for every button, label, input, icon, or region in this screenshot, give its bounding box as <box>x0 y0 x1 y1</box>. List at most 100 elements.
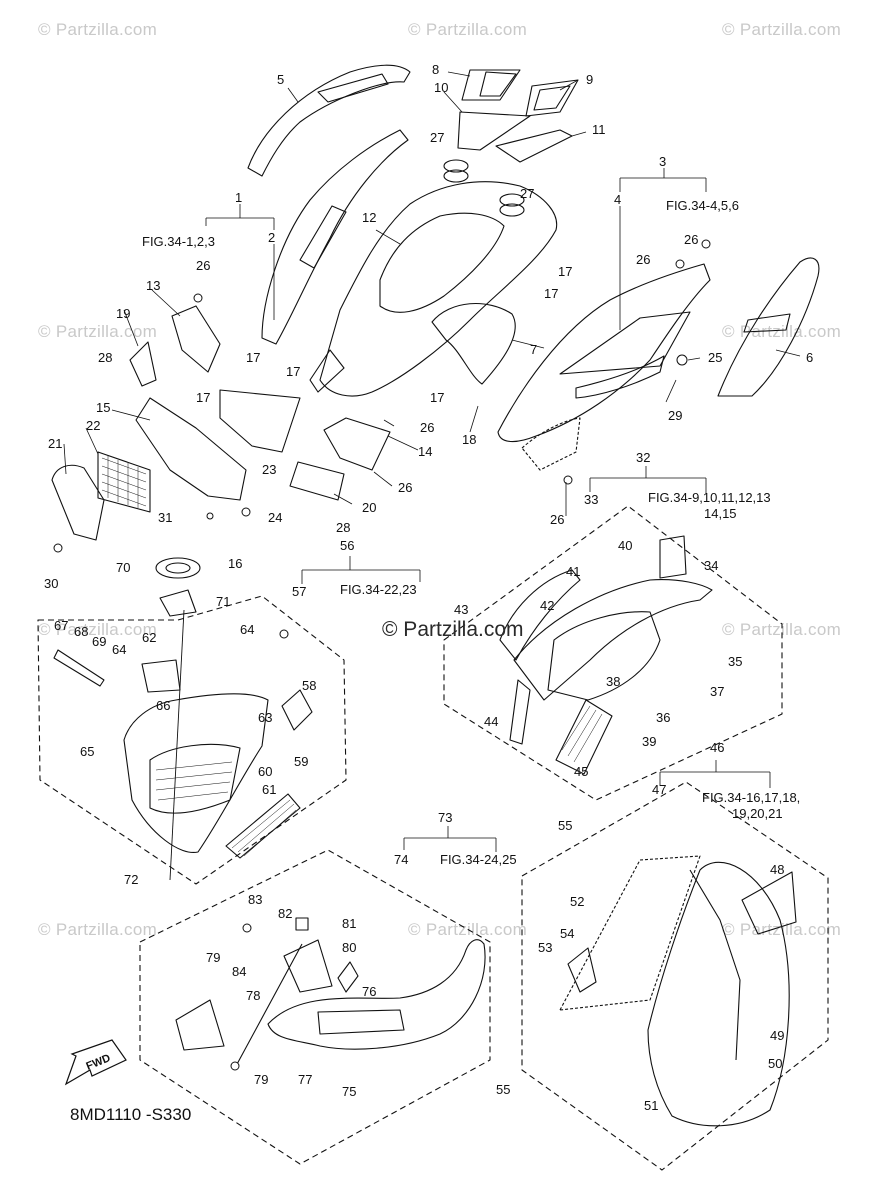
callout-27a: 27 <box>430 130 444 145</box>
callout-77: 77 <box>298 1072 312 1087</box>
callout-9: 9 <box>586 72 593 87</box>
callout-68: 68 <box>74 624 88 639</box>
callout-32: 32 <box>636 450 650 465</box>
callout-10: 10 <box>434 80 448 95</box>
callout-50: 50 <box>768 1056 782 1071</box>
part-21-shape <box>51 464 105 541</box>
part-48-shape <box>741 871 797 935</box>
watermark: © Partzilla.com <box>408 20 528 39</box>
part-57-shape <box>123 693 269 853</box>
fig-ref-1: FIG.34-1,2,3 <box>142 234 215 249</box>
part-54-shape <box>567 947 597 993</box>
callout-30: 30 <box>44 576 58 591</box>
part-71-shape <box>159 589 197 617</box>
callout-65: 65 <box>80 744 94 759</box>
callout-16: 16 <box>228 556 242 571</box>
callout-81: 81 <box>342 916 356 931</box>
callout-26d: 26 <box>420 420 434 435</box>
fwd-arrow-icon: FWD <box>64 1039 127 1086</box>
callout-64a: 64 <box>240 622 254 637</box>
callout-60: 60 <box>258 764 272 779</box>
part-78-shape <box>283 939 333 993</box>
callout-53: 53 <box>538 940 552 955</box>
callout-74: 74 <box>394 852 408 867</box>
callout-63: 63 <box>258 710 272 725</box>
callout-17c: 17 <box>196 390 210 405</box>
part-34-shape <box>659 535 687 579</box>
callout-7: 7 <box>530 342 537 357</box>
callout-22: 22 <box>86 418 100 433</box>
callout-28a: 28 <box>98 350 112 365</box>
callout-75: 75 <box>342 1084 356 1099</box>
callout-52: 52 <box>570 894 584 909</box>
fig-ref-73: FIG.34-24,25 <box>440 852 517 867</box>
part-15-shape <box>135 397 247 501</box>
diagram-code: 8MD1110 -S330 <box>70 1105 192 1124</box>
callout-26c: 26 <box>636 252 650 267</box>
part-23-shape <box>219 389 301 453</box>
callout-2: 2 <box>268 230 275 245</box>
callout-83: 83 <box>248 892 262 907</box>
callout-36: 36 <box>656 710 670 725</box>
part-43-shape <box>499 569 581 661</box>
callout-14: 14 <box>418 444 432 459</box>
callout-56: 56 <box>340 538 354 553</box>
callout-39: 39 <box>642 734 656 749</box>
callout-18: 18 <box>462 432 476 447</box>
callout-26b: 26 <box>684 232 698 247</box>
callout-51: 51 <box>644 1098 658 1113</box>
part-60-mesh <box>155 761 233 801</box>
watermark-center: © Partzilla.com <box>382 618 524 641</box>
callout-64b: 64 <box>112 642 126 657</box>
watermark: © Partzilla.com <box>722 322 842 341</box>
fig-ref-32b: 14,15 <box>704 506 737 521</box>
callout-48: 48 <box>770 862 784 877</box>
callout-19: 19 <box>116 306 130 321</box>
callout-42: 42 <box>540 598 554 613</box>
box-74 <box>139 849 491 1165</box>
callout-84: 84 <box>232 964 246 979</box>
callout-55b: 55 <box>496 1082 510 1097</box>
callout-47: 47 <box>652 782 666 797</box>
callout-45: 45 <box>574 764 588 779</box>
part-22-mesh <box>97 451 151 513</box>
callout-70: 70 <box>116 560 130 575</box>
callout-31: 31 <box>158 510 172 525</box>
fig-ref-56: FIG.34-22,23 <box>340 582 417 597</box>
callout-57: 57 <box>292 584 306 599</box>
callout-41: 41 <box>566 564 580 579</box>
fig-ref-46a: FIG.34-16,17,18, <box>702 790 800 805</box>
part-59-mesh <box>225 793 301 859</box>
callout-1: 1 <box>235 190 242 205</box>
callout-20: 20 <box>362 500 376 515</box>
callout-44: 44 <box>484 714 498 729</box>
callout-13: 13 <box>146 278 160 293</box>
part-26-fastener <box>193 293 203 303</box>
watermark: © Partzilla.com <box>38 20 158 39</box>
box-57 <box>37 595 347 885</box>
watermark: © Partzilla.com <box>722 20 842 39</box>
callout-17f: 17 <box>558 264 572 279</box>
callout-3: 3 <box>659 154 666 169</box>
callout-11: 11 <box>592 122 606 137</box>
watermark: © Partzilla.com <box>408 920 528 939</box>
callout-54: 54 <box>560 926 574 941</box>
callout-82: 82 <box>278 906 292 921</box>
watermark: © Partzilla.com <box>38 322 158 341</box>
part-19-shape <box>129 341 157 387</box>
callout-67: 67 <box>54 618 68 633</box>
callout-24: 24 <box>268 510 282 525</box>
callout-5: 5 <box>277 72 284 87</box>
part-80-shape <box>337 961 359 993</box>
part-45-mesh <box>555 699 613 775</box>
callout-29: 29 <box>668 408 682 423</box>
box-47 <box>521 781 829 1171</box>
callout-26f: 26 <box>550 512 564 527</box>
callout-37: 37 <box>710 684 724 699</box>
callout-28b: 28 <box>336 520 350 535</box>
callout-33: 33 <box>584 492 598 507</box>
callout-38: 38 <box>606 674 620 689</box>
callout-76: 76 <box>362 984 376 999</box>
part-27-grommet-a <box>443 159 469 173</box>
callout-73: 73 <box>438 810 452 825</box>
